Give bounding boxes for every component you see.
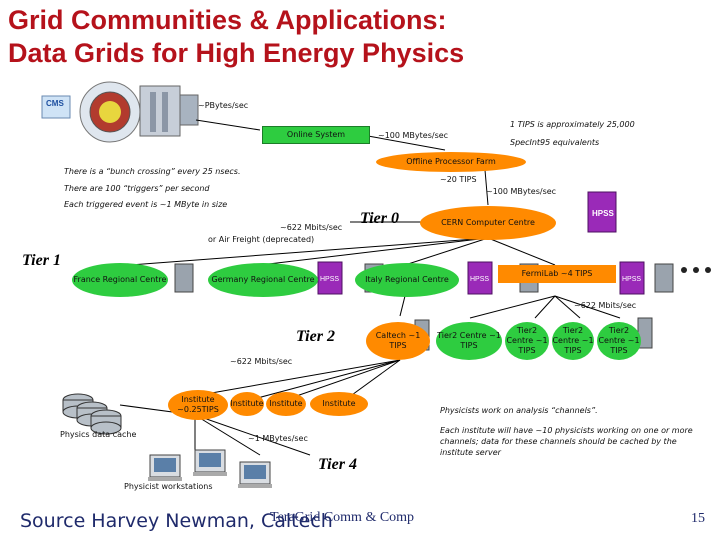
slide-number: 15: [691, 511, 705, 526]
tier2-centre-node-3: Tier2 Centre ~1 TIPS: [552, 322, 594, 360]
rate-pbytes: ~PBytes/sec: [198, 101, 249, 110]
bunch-crossing-note: There is a “bunch crossing” every 25 nse…: [64, 167, 241, 176]
tips-equivalence-line-1: 1 TIPS is approximately 25,000: [510, 120, 635, 129]
physicist-workstations-graphic: [148, 449, 272, 488]
institute-note-line-2: channels; data for these channels should…: [440, 437, 677, 446]
caltech-node: Caltech ~1 TIPS: [366, 322, 430, 360]
italy-centre-node: Italy Regional Centre: [355, 263, 459, 297]
institute-node-3: Institute: [310, 392, 368, 416]
rate-1mbytes: ~1 MBytes/sec: [248, 434, 308, 443]
rate-100mbytes-online: ~100 MBytes/sec: [378, 131, 449, 140]
tier2-centre-label-3: Tier2 Centre ~1 TIPS: [552, 326, 594, 355]
tier2-centre-label-2: Tier2 Centre ~1 TIPS: [506, 326, 548, 355]
online-system-label: Online System: [286, 130, 346, 139]
france-centre-label: France Regional Centre: [73, 275, 167, 284]
france-centre-node: France Regional Centre: [72, 263, 168, 297]
analysis-channels-note: Physicists work on analysis “channels”.: [440, 406, 598, 415]
cern-centre-node: CERN Computer Centre: [420, 206, 556, 240]
institute-node-1: Institute: [230, 392, 264, 416]
more-centres-dots: [681, 267, 711, 273]
tier-1-label: Tier 1: [22, 252, 61, 269]
rate-622mbits-cern: ~622 Mbits/sec: [280, 223, 343, 232]
institute-node-2: Institute: [266, 392, 306, 416]
svg-text:HPSS: HPSS: [622, 276, 641, 283]
online-system-node: Online System: [262, 126, 370, 144]
offline-farm-node: Offline Processor Farm: [376, 152, 526, 172]
tier-2-label: Tier 2: [296, 328, 335, 345]
fermilab-label: FermiLab ~4 TIPS: [521, 269, 593, 278]
connector-lines: [119, 119, 621, 456]
svg-text:HPSS: HPSS: [592, 209, 614, 218]
institute-main-node: Institute ~0.25TIPS: [168, 390, 228, 420]
event-size-note: Each triggered event is ~1 MByte in size: [64, 200, 228, 209]
svg-text:HPSS: HPSS: [320, 276, 339, 283]
source-credit: Source Harvey Newman, Caltech: [20, 510, 333, 532]
svg-text:CMS: CMS: [46, 99, 64, 108]
title-line-1: Grid Communities & Applications:: [8, 5, 447, 35]
slide-title: Grid Communities & Applications: Data Gr…: [8, 4, 464, 70]
rate-622mbits-fermilab: ~622 Mbits/sec: [574, 301, 637, 310]
offline-farm-label: Offline Processor Farm: [406, 157, 496, 166]
germany-centre-label: Germany Regional Centre: [211, 275, 315, 284]
tier2-centre-node-1: Tier2 Centre ~1 TIPS: [436, 322, 502, 360]
germany-centre-node: Germany Regional Centre: [208, 263, 318, 297]
conference-label: TeraGrid Comm & Comp: [270, 510, 415, 525]
rate-100mbytes-farm: ~100 MBytes/sec: [486, 187, 557, 196]
cern-centre-label: CERN Computer Centre: [441, 218, 535, 227]
institute-label-3: Institute: [322, 399, 356, 408]
tier-0-label: Tier 0: [360, 210, 399, 227]
institute-main-label: Institute ~0.25TIPS: [177, 395, 219, 414]
tier2-centre-node-2: Tier2 Centre ~1 TIPS: [505, 322, 549, 360]
title-line-2: Data Grids for High Energy Physics: [8, 38, 465, 68]
tier2-centre-node-4: Tier2 Centre ~1 TIPS: [597, 322, 641, 360]
institute-label-1: Institute: [230, 399, 264, 408]
svg-text:HPSS: HPSS: [470, 276, 489, 283]
air-freight-note: or Air Freight (deprecated): [208, 235, 315, 244]
institute-note-line-3: institute server: [440, 448, 501, 457]
farm-tips-label: ~20 TIPS: [440, 175, 477, 184]
tips-equivalence-line-2: SpecInt95 equivalents: [510, 138, 600, 147]
tier-4-label: Tier 4: [318, 456, 357, 473]
physicist-workstations-label: Physicist workstations: [124, 482, 213, 491]
cms-detector-graphic: CMS: [41, 81, 199, 143]
triggers-note: There are 100 “triggers” per second: [64, 184, 210, 193]
hpss-servers: HPSS HPSS HPSS HPSS: [317, 191, 645, 295]
italy-centre-label: Italy Regional Centre: [365, 275, 449, 284]
physics-data-cache-disks: [62, 393, 122, 435]
institute-label-2: Institute: [269, 399, 303, 408]
institute-note-line-1: Each institute will have ~10 physicists …: [440, 426, 693, 435]
rate-622mbits-tier2: ~622 Mbits/sec: [230, 357, 293, 366]
fermilab-node: FermiLab ~4 TIPS: [498, 265, 616, 283]
caltech-label: Caltech ~1 TIPS: [375, 331, 421, 350]
tier2-centre-label-1: Tier2 Centre ~1 TIPS: [437, 331, 501, 350]
physics-data-cache-label: Physics data cache: [60, 430, 137, 439]
tier2-centre-label-4: Tier2 Centre ~1 TIPS: [598, 326, 640, 355]
